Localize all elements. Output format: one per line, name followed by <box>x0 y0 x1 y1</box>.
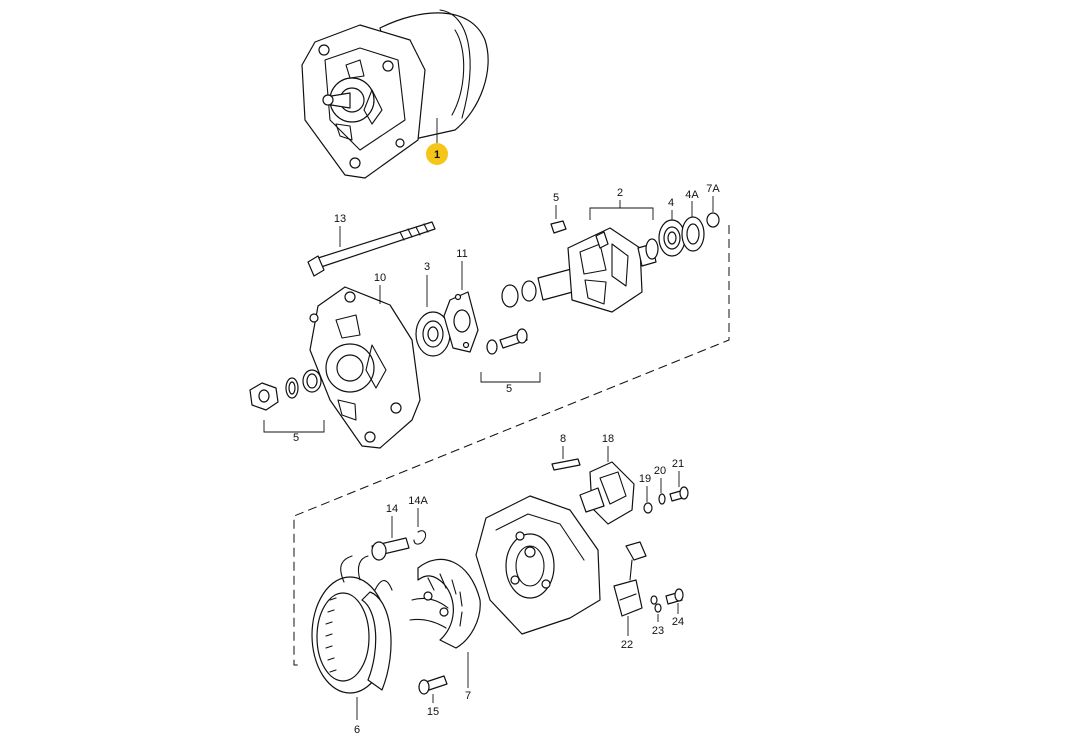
callout-5-nut: 5 <box>293 432 299 444</box>
woodruff-key <box>550 220 567 234</box>
callout-7: 7 <box>465 690 471 702</box>
callout-14: 14 <box>386 503 398 515</box>
callout-22: 22 <box>621 639 633 651</box>
callout-8: 8 <box>560 433 566 445</box>
callout-24: 24 <box>672 616 684 628</box>
slip-ring-end-housing <box>475 495 601 635</box>
screw-24 <box>665 588 684 605</box>
washer-19 <box>643 502 653 514</box>
connector-22 <box>613 541 647 617</box>
callout-21: 21 <box>672 458 684 470</box>
callout-2: 2 <box>617 187 623 199</box>
through-bolt <box>307 221 436 277</box>
callout-5-bolt: 5 <box>506 383 512 395</box>
screw-15 <box>418 675 448 695</box>
callout-4a: 4A <box>685 189 699 201</box>
bearing-sleeve <box>681 216 705 252</box>
plate-screw-washer <box>486 328 528 355</box>
callout-5-rotor: 5 <box>553 192 559 204</box>
callout-15: 15 <box>427 706 439 718</box>
alternator-assembly <box>301 9 489 179</box>
callout-18: 18 <box>602 433 614 445</box>
callout-11: 11 <box>456 248 467 260</box>
callout-19: 19 <box>639 473 651 485</box>
callout-1: 1 <box>434 149 440 161</box>
callout-20: 20 <box>654 465 666 477</box>
callout-4: 4 <box>668 197 674 209</box>
callout-6: 6 <box>354 724 360 736</box>
callout-13: 13 <box>334 213 346 225</box>
o-ring <box>706 212 720 228</box>
rectifier-heatsink <box>409 558 481 649</box>
drive-end-housing <box>309 286 421 449</box>
washers-23 <box>650 595 662 613</box>
screw-14 <box>371 537 410 561</box>
clip-14a <box>413 530 427 545</box>
callout-10: 10 <box>374 272 386 284</box>
pulley-nut-washers <box>249 369 322 411</box>
ball-bearing-rear <box>658 219 686 257</box>
bearing-retaining-plate <box>443 291 479 353</box>
washer-20 <box>658 493 666 505</box>
rotor-group-bracket <box>293 225 730 666</box>
voltage-regulator <box>579 461 635 525</box>
callout-3: 3 <box>424 261 430 273</box>
screw-21 <box>669 486 689 502</box>
callout-23: 23 <box>652 625 664 637</box>
stator <box>311 555 393 694</box>
callout-1-highlight[interactable] <box>426 143 448 165</box>
callout-14a: 14A <box>408 495 428 507</box>
key-part <box>551 458 581 471</box>
callout-7a: 7A <box>706 183 720 195</box>
rotor <box>501 227 659 313</box>
